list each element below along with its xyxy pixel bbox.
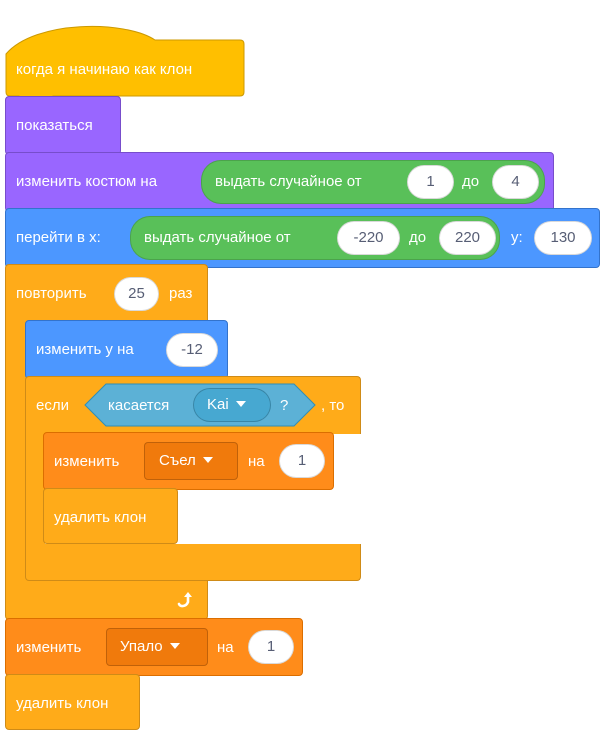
touching-question-mark: ?	[280, 397, 289, 414]
repeat-count-input[interactable]: 25	[114, 277, 159, 311]
random-reporter-x-label: выдать случайное от	[144, 229, 291, 246]
random-from-input[interactable]: 1	[407, 165, 454, 199]
if-arm	[25, 430, 45, 550]
variable-name-eaten: Съел	[159, 452, 196, 469]
if-footer	[25, 544, 361, 581]
chevron-down-icon	[202, 457, 213, 464]
if-then-label: , то	[321, 397, 345, 414]
repeat-footer	[5, 580, 208, 620]
random-x-to-input[interactable]: 220	[439, 221, 496, 255]
random-reporter-costume[interactable]	[201, 160, 545, 204]
touching-target-dropdown[interactable]: Kai	[193, 388, 271, 422]
y-input[interactable]: 130	[534, 221, 592, 255]
touching-label: касается	[108, 397, 170, 414]
if-label: если	[36, 397, 69, 414]
hat-block-when-clone[interactable]	[5, 14, 245, 98]
repeat-arm	[5, 320, 27, 586]
go-to-x-label: перейти в x:	[16, 229, 101, 246]
change-variable-by-label: на	[248, 453, 265, 470]
change-variable-label-outer: изменить	[16, 639, 82, 656]
random-to-input[interactable]: 4	[492, 165, 539, 199]
random-reporter-label: выдать случайное от	[215, 173, 362, 190]
random-x-to-label: до	[409, 229, 427, 246]
go-to-y-label: y:	[511, 229, 523, 246]
delete-clone-label-outer: удалить клон	[16, 695, 109, 712]
change-variable-by-label-outer: на	[217, 639, 234, 656]
change-variable-value-input[interactable]: 1	[279, 444, 325, 478]
show-block[interactable]	[5, 96, 121, 155]
variable-dropdown-eaten[interactable]: Съел	[144, 442, 238, 480]
chevron-down-icon	[169, 643, 180, 650]
repeat-label: повторить	[16, 285, 87, 302]
change-y-label: изменить y на	[36, 341, 134, 358]
delete-clone-block-inner[interactable]	[43, 488, 178, 544]
loop-arrow-icon	[177, 592, 192, 608]
hat-block-label: когда я начинаю как клон	[16, 61, 193, 78]
variable-name-fell: Упало	[120, 638, 163, 655]
change-variable-value-input-outer[interactable]: 1	[248, 630, 294, 664]
random-x-from-input[interactable]: -220	[337, 221, 400, 255]
repeat-block[interactable]	[5, 264, 208, 324]
show-block-label: показаться	[16, 117, 93, 134]
random-to-label: до	[462, 173, 480, 190]
variable-dropdown-fell[interactable]: Упало	[106, 628, 208, 666]
repeat-times-label: раз	[169, 285, 193, 302]
change-variable-label: изменить	[54, 453, 120, 470]
delete-clone-label-inner: удалить клон	[54, 509, 147, 526]
chevron-down-icon	[235, 401, 246, 408]
change-y-input[interactable]: -12	[166, 333, 218, 367]
touching-target-value: Kai	[207, 396, 229, 413]
random-reporter-x[interactable]	[130, 216, 500, 260]
switch-costume-label: изменить костюм на	[16, 173, 158, 190]
delete-clone-block-outer[interactable]	[5, 674, 140, 730]
